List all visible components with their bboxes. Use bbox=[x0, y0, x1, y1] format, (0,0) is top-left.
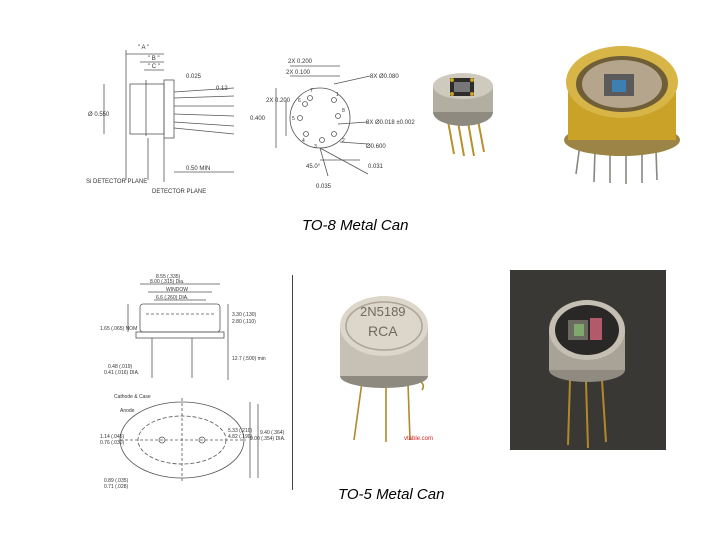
to5-spacing-2: 0.76 (.030) bbox=[100, 440, 125, 446]
dim-45deg: 45.0° bbox=[306, 164, 321, 170]
si-detector-plane: Si DETECTOR PLANE bbox=[86, 179, 147, 185]
to5-nom: 1.65 (.065) NOM bbox=[100, 326, 137, 332]
detector-plane: DETECTOR PLANE bbox=[152, 189, 206, 195]
dim-diameter: Ø 0.550 bbox=[88, 112, 110, 118]
dim-a: " A " bbox=[138, 45, 149, 51]
caption-to8: TO-8 Metal Can bbox=[302, 217, 409, 234]
to8-small-photo bbox=[433, 73, 493, 156]
caption-to5: TO-5 Metal Can bbox=[338, 486, 445, 503]
dim-600: Ø0.600 bbox=[366, 144, 386, 150]
transistor-part-number: 2N5189 bbox=[360, 304, 406, 319]
to5-anode: Anode bbox=[120, 408, 135, 414]
to5-bolt-circle-2: 4.82 (.190) bbox=[228, 434, 253, 440]
pin-3: 3 bbox=[314, 144, 317, 150]
to8-pinout-drawing: 2X 0.200 2X 0.100 8X Ø0.080 2X 0.200 0.4… bbox=[250, 59, 415, 190]
dim-2x200-a: 2X 0.200 bbox=[288, 59, 313, 65]
to5-detector-photo bbox=[510, 270, 666, 450]
to5-top-dia: 8.55 (.335) bbox=[156, 274, 181, 280]
dim-b: " B " bbox=[148, 56, 160, 62]
to8-large-photo bbox=[564, 46, 680, 184]
to5-dimension-drawing: 8.55 (.335) 8.00 (.315) Dia. WINDOW 6.6 … bbox=[100, 274, 285, 490]
to5-height-1: 3.30 (.130) bbox=[232, 312, 257, 318]
divider-line bbox=[292, 275, 293, 490]
dim-2x100: 2X 0.100 bbox=[286, 70, 311, 76]
to5-lead-length: 12.7 (.500) min bbox=[232, 356, 266, 362]
pin-4: 4 bbox=[302, 138, 305, 144]
to5-tab-1: 0.89 (.035) bbox=[104, 478, 129, 484]
to5-height-2: 2.80 (.110) bbox=[232, 319, 256, 325]
dim-8x080: 8X Ø0.080 bbox=[370, 74, 399, 80]
pin-7: 7 bbox=[310, 88, 313, 94]
pin-8: 8 bbox=[342, 108, 345, 114]
pin-2: 2 bbox=[342, 138, 345, 144]
to5-bolt-circle-1: 5.33 (.210) bbox=[228, 428, 253, 434]
to5-spacing-1: 1.14 (.045) bbox=[100, 434, 125, 440]
to5-outer-dia-2: 9.00 (.354) DIA. bbox=[250, 436, 285, 442]
to8-side-view-drawing: " A " " B " " C " 0.025 0.12 Ø 0.550 0.5… bbox=[86, 45, 235, 195]
pin-5: 5 bbox=[292, 116, 295, 122]
dim-035: 0.035 bbox=[316, 184, 332, 190]
to5-cathode: Cathode & Case bbox=[114, 394, 151, 400]
to5-lead-dia-1: 0.48 (.019) bbox=[108, 364, 133, 370]
to5-window-dia: 6.6 (.260) DIA. bbox=[156, 295, 189, 301]
transistor-watermark: vtable.com bbox=[404, 436, 433, 442]
dim-c: " C " bbox=[148, 64, 160, 70]
pin-6: 6 bbox=[298, 98, 301, 104]
dim-8x018: 8X Ø0.018 ±0.002 bbox=[366, 120, 415, 126]
dim-lead-length: 0.50 MIN bbox=[186, 166, 210, 172]
dim-2x200-b: 2X 0.200 bbox=[266, 98, 291, 104]
pin-1: 1 bbox=[336, 92, 339, 98]
dim-025: 0.025 bbox=[186, 74, 202, 80]
dim-031: 0.031 bbox=[368, 164, 384, 170]
to5-outer-dia-1: 9.40 (.364) bbox=[260, 430, 285, 436]
to5-top-dia-2: 8.00 (.315) Dia. bbox=[150, 279, 184, 285]
to5-transistor-photo: 2N5189 RCA vtable.com bbox=[340, 296, 433, 442]
to5-tab-2: 0.71 (.028) bbox=[104, 484, 129, 490]
to5-lead-dia-2: 0.41 (.016) DIA. bbox=[104, 370, 139, 376]
dim-400: 0.400 bbox=[250, 116, 266, 122]
to5-window: WINDOW bbox=[166, 287, 188, 293]
transistor-brand: RCA bbox=[368, 323, 398, 339]
dim-012: 0.12 bbox=[216, 86, 228, 92]
